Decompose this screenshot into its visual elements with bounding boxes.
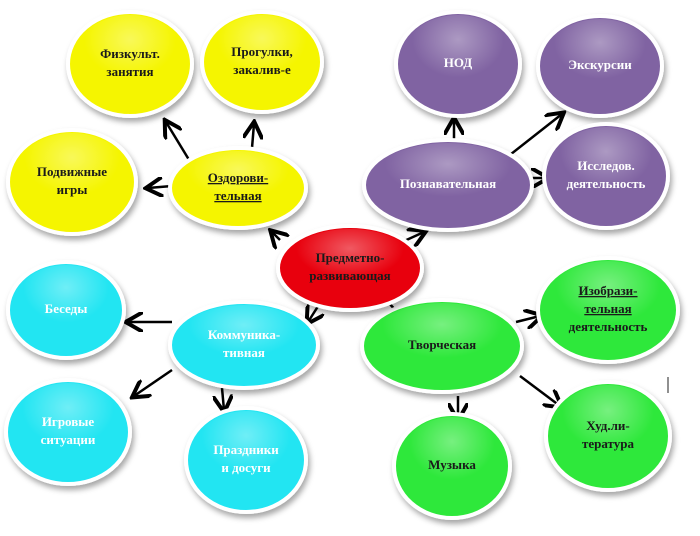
node-excursions-label-line: Экскурсии <box>568 57 632 72</box>
connector-arrow <box>519 375 560 406</box>
node-gloss <box>365 303 519 389</box>
node-gloss <box>205 15 319 109</box>
node-research-label-line: Исследов. <box>577 158 635 173</box>
node-game-situations-label-line: Игровые <box>42 414 95 429</box>
diagram-nodes: Физкульт. занятия Прогулки, закалив-еПодвиж… <box>4 10 680 520</box>
node-communicative-label-line: тивная <box>223 345 265 360</box>
node-art: Изобрази-тельная деятельность <box>536 256 680 364</box>
node-center-label-line: развивающая <box>309 268 390 283</box>
node-nod-label-line: НОД <box>444 55 473 70</box>
node-research-label-line: деятельность <box>567 176 646 191</box>
node-literature-label-line: Худ.ли- <box>586 418 630 433</box>
node-excursions: Экскурсии <box>536 14 664 118</box>
node-gloss <box>547 127 665 225</box>
node-gloss <box>173 305 315 385</box>
node-holidays-label-line: Праздники <box>213 442 279 457</box>
node-gloss <box>71 15 189 113</box>
connector-arrow <box>272 232 280 240</box>
node-center: Предметно-развивающая <box>276 224 424 312</box>
node-nod: НОД <box>394 10 522 118</box>
node-gloss <box>397 417 507 515</box>
node-music: Музыка <box>392 412 512 520</box>
connector-arrow <box>515 316 540 322</box>
node-gloss <box>541 261 675 359</box>
node-walks: Прогулки, закалив-е <box>200 10 324 114</box>
connector-arrow <box>222 387 224 410</box>
connector-arrows <box>128 114 562 418</box>
connector-arrow <box>148 186 173 188</box>
node-communicative: Коммуника-тивная <box>168 300 320 390</box>
node-talks: Беседы <box>6 260 126 360</box>
node-communicative-label-line: Коммуника- <box>208 327 280 342</box>
node-gloss <box>399 15 517 113</box>
node-creative: Творческая <box>360 298 524 394</box>
node-art-label-line: деятельность <box>569 319 648 334</box>
node-health: Оздорови-тельная <box>168 146 308 230</box>
node-game-situations-label-line: ситуации <box>41 432 96 447</box>
node-walks-label-line: Прогулки, <box>231 44 292 59</box>
node-music-label-line: Музыка <box>428 457 476 472</box>
node-sport-classes-label-line: Физкульт. <box>100 46 160 61</box>
node-game-situations: Игровые ситуации <box>4 378 132 486</box>
node-holidays-label-line: и досуги <box>221 460 271 475</box>
node-outdoor-games-label-line: Подвижные <box>37 164 107 179</box>
node-gloss <box>9 383 127 481</box>
connector-arrow <box>134 368 173 396</box>
node-gloss <box>11 133 133 231</box>
node-walks-label-line: закалив-е <box>233 62 291 77</box>
node-sport-classes-label-line: занятия <box>106 64 153 79</box>
node-center-label-line: Предметно- <box>316 250 385 265</box>
node-gloss <box>549 385 667 487</box>
node-talks-label-line: Беседы <box>45 301 88 316</box>
node-gloss <box>173 151 303 225</box>
node-creative-label-line: Творческая <box>408 337 476 352</box>
node-art-label-line: тельная <box>584 301 631 316</box>
connector-arrow <box>252 124 254 149</box>
node-outdoor-games: Подвижные игры <box>6 128 138 236</box>
node-art-label-line: Изобрази- <box>578 283 637 298</box>
node-literature: Худ.ли-тература <box>544 380 672 492</box>
node-holidays: Праздники и досуги <box>184 406 308 514</box>
node-gloss <box>367 143 529 227</box>
node-health-label-line: тельная <box>214 188 261 203</box>
node-cognitive: Познавательная <box>362 138 534 232</box>
node-gloss <box>189 411 303 509</box>
node-literature-label-line: тература <box>582 436 634 451</box>
node-cognitive-label-line: Познавательная <box>400 176 496 191</box>
node-research: Исследов. деятельность <box>542 122 670 230</box>
node-sport-classes: Физкульт. занятия <box>66 10 194 118</box>
node-gloss <box>11 265 121 355</box>
node-gloss <box>281 229 419 307</box>
node-health-label-line: Оздорови- <box>208 170 268 185</box>
node-gloss <box>541 19 659 113</box>
connector-arrow <box>505 114 562 159</box>
node-outdoor-games-label-line: игры <box>57 182 88 197</box>
